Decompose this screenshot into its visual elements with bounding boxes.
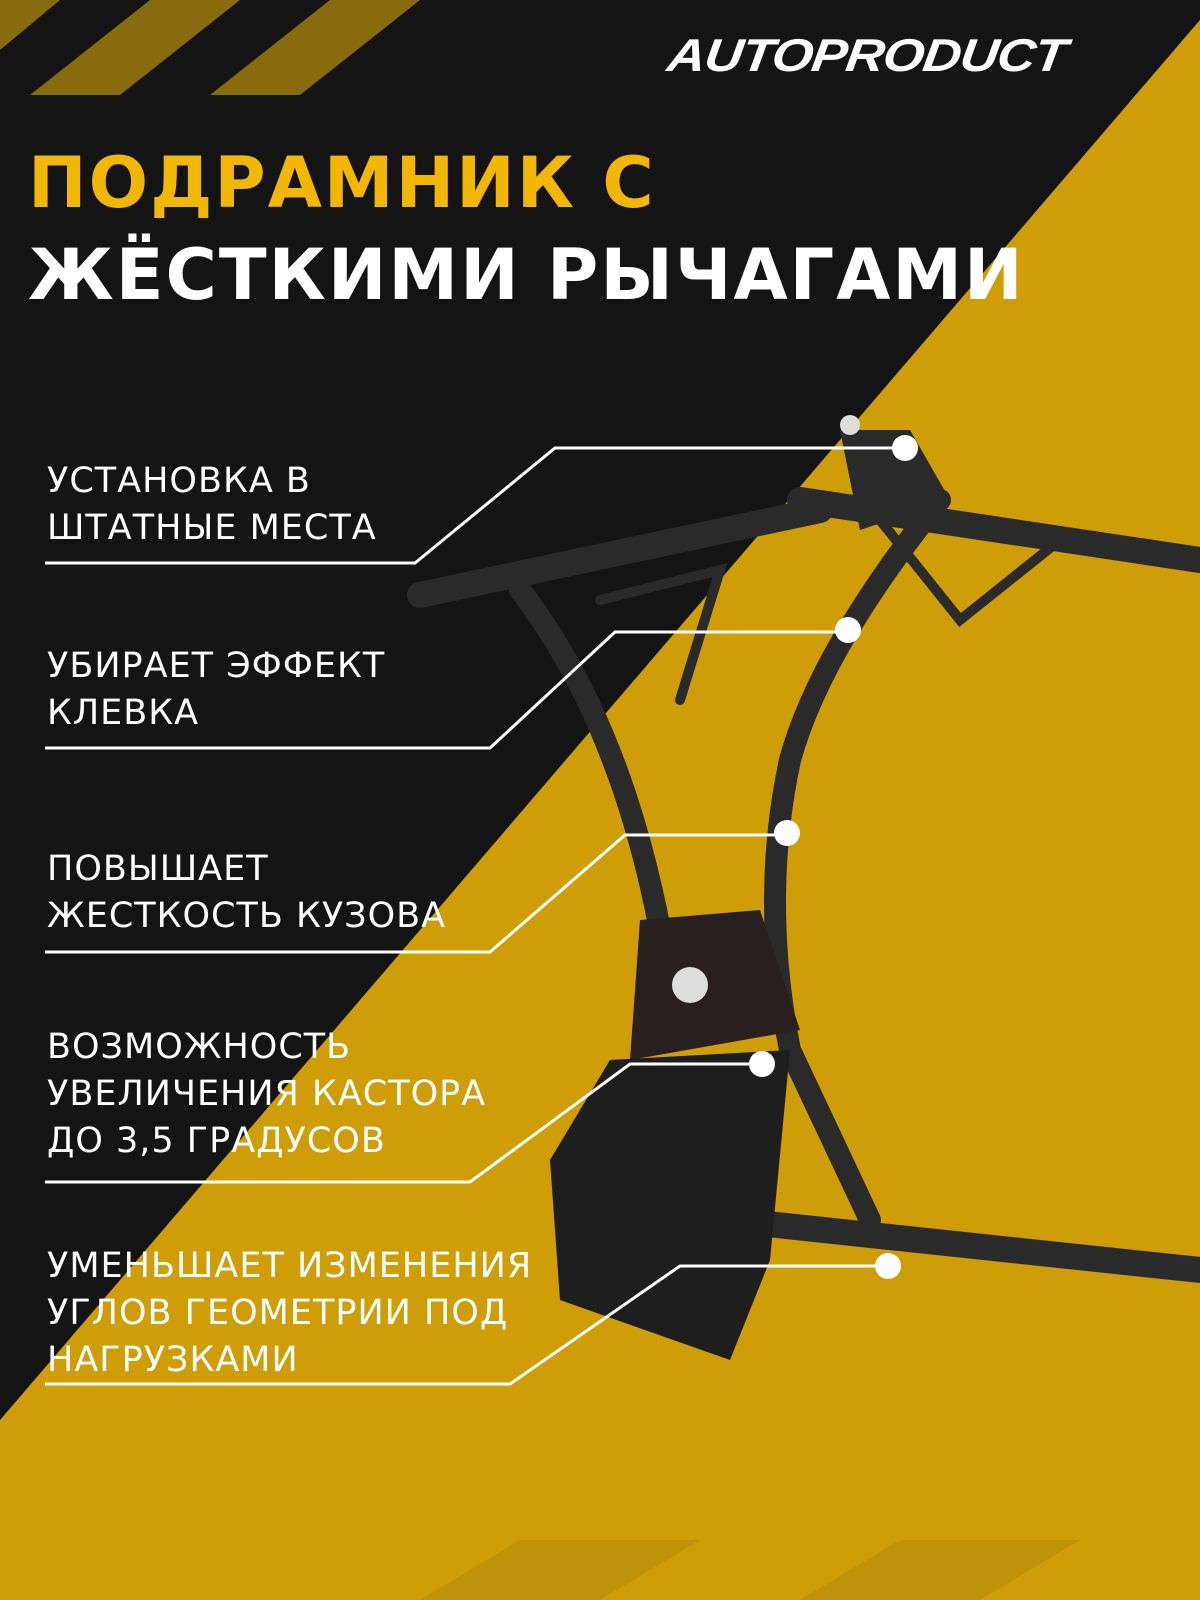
brand-logo: AUTOPRODUCT	[664, 29, 1070, 81]
feature-geometry: УМЕНЬШАЕТ ИЗМЕНЕНИЯ УГЛОВ ГЕОМЕТРИИ ПОД …	[47, 1243, 532, 1384]
feature-anti-dive: УБИРАЕТ ЭФФЕКТ КЛЕВКА	[47, 643, 385, 737]
feature-text: УМЕНЬШАЕТ ИЗМЕНЕНИЯ	[47, 1246, 533, 1286]
feature-text: ШТАТНЫЕ МЕСТА	[47, 508, 377, 548]
feature-text: ДО 3,5 ГРАДУСОВ	[47, 1121, 386, 1161]
callout-dot	[749, 1051, 775, 1077]
feature-text: ВОЗМОЖНОСТЬ	[47, 1027, 352, 1067]
hazard-stripes	[0, 0, 1080, 1600]
callout-dot	[892, 435, 918, 461]
subframe-product-image	[407, 415, 1200, 1360]
feature-text: ЖЕСТКОСТЬ КУЗОВА	[47, 896, 447, 936]
callout-lines	[45, 446, 905, 1386]
feature-text: НАГРУЗКАМИ	[47, 1340, 299, 1380]
title-line-1: ПОДРАМНИК С	[28, 142, 656, 224]
title-line-2: ЖЁСТКИМИ РЫЧАГАМИ	[28, 234, 1025, 316]
feature-text: УСТАНОВКА В	[47, 461, 311, 501]
callout-dot	[835, 617, 861, 643]
feature-caster: ВОЗМОЖНОСТЬ УВЕЛИЧЕНИЯ КАСТОРА ДО 3,5 ГР…	[47, 1024, 486, 1165]
feature-text: УВЕЛИЧЕНИЯ КАСТОРА	[47, 1074, 487, 1114]
feature-text: УБИРАЕТ ЭФФЕКТ	[47, 646, 386, 686]
feature-installation: УСТАНОВКА В ШТАТНЫЕ МЕСТА	[47, 458, 377, 552]
callout-dot	[774, 820, 800, 846]
feature-stiffness: ПОВЫШАЕТ ЖЕСТКОСТЬ КУЗОВА	[47, 846, 446, 940]
feature-text: УГЛОВ ГЕОМЕТРИИ ПОД	[47, 1293, 509, 1333]
callout-dot	[875, 1253, 901, 1279]
feature-text: ПОВЫШАЕТ	[47, 849, 269, 889]
feature-text: КЛЕВКА	[47, 693, 200, 733]
